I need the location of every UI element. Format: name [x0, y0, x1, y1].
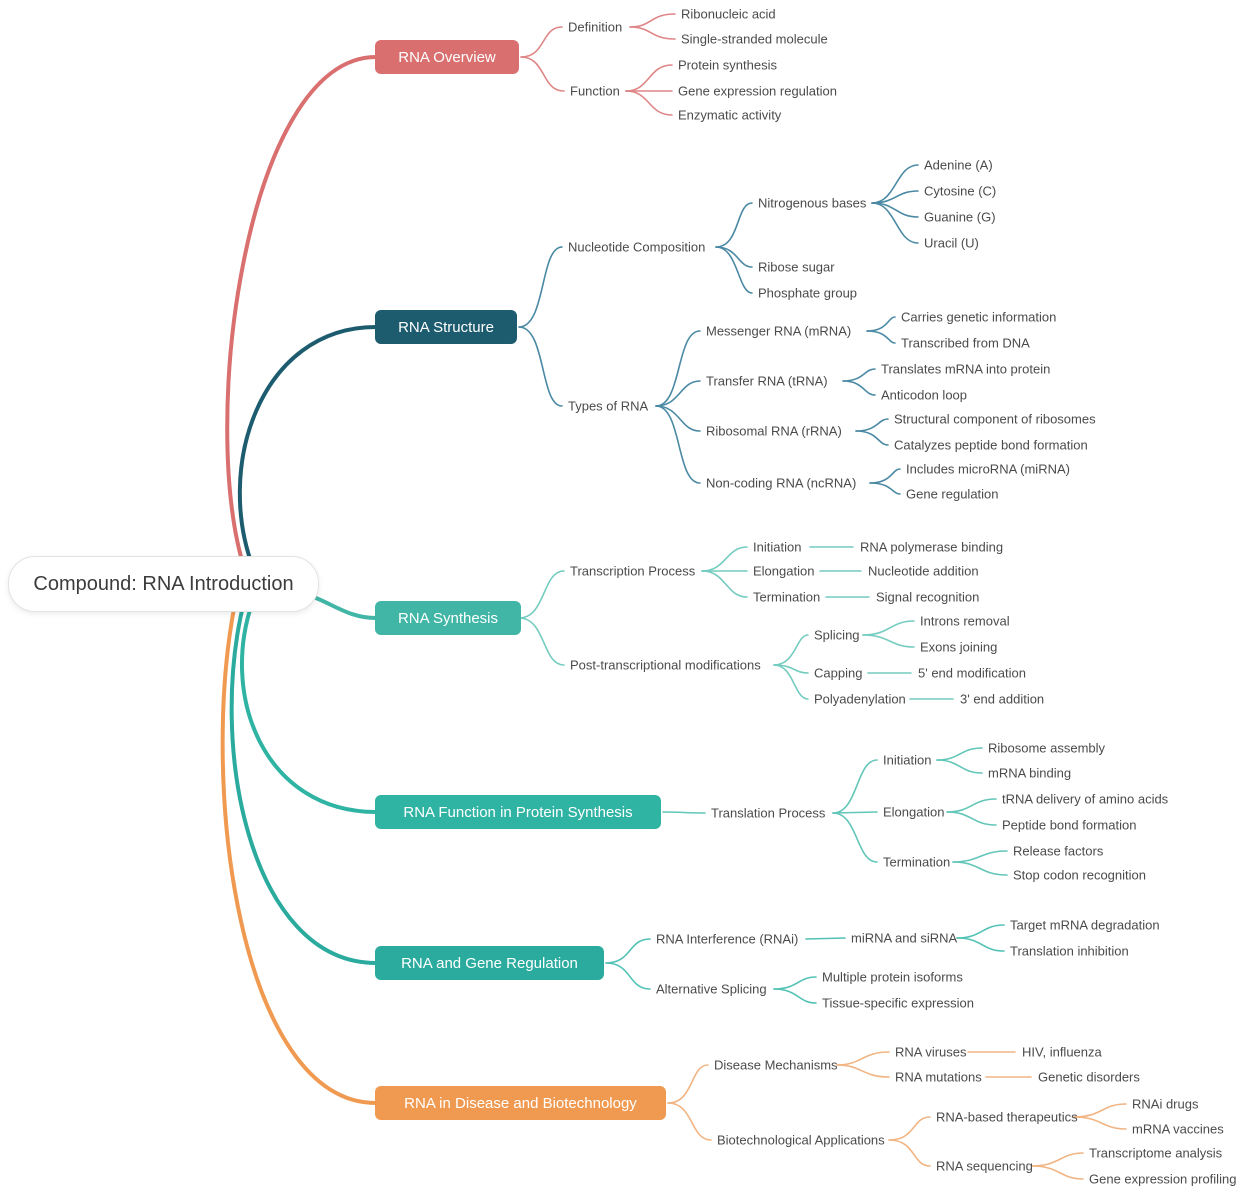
leaf-translates-mrna[interactable]: Translates mRNA into protein	[881, 361, 1051, 377]
leaf-phosphate-group[interactable]: Phosphate group	[758, 285, 858, 301]
topic-transcription-initiation[interactable]: Initiation	[753, 539, 802, 555]
leaf-ribonucleic-acid[interactable]: Ribonucleic acid	[681, 6, 776, 22]
topic-nitrogenous-bases[interactable]: Nitrogenous bases	[758, 195, 867, 211]
leaf-tissue-specific-expression[interactable]: Tissue-specific expression	[822, 995, 974, 1011]
leaf-stop-codon-recognition[interactable]: Stop codon recognition	[1013, 867, 1146, 883]
leaf-signal-recognition[interactable]: Signal recognition	[876, 589, 980, 605]
leaf-gene-expression-regulation[interactable]: Gene expression regulation	[678, 83, 837, 99]
branch-disease-biotech[interactable]: RNA in Disease and Biotechnology	[375, 1086, 666, 1120]
topic-translation-elongation[interactable]: Elongation	[883, 804, 945, 820]
leaf-genetic-disorders[interactable]: Genetic disorders	[1038, 1069, 1140, 1085]
topic-mirna-and-sirna[interactable]: miRNA and siRNA	[851, 930, 958, 946]
topic-ribosomal-rna[interactable]: Ribosomal RNA (rRNA)	[706, 423, 842, 439]
topic-translation-termination[interactable]: Termination	[883, 854, 951, 870]
leaf-5-end-modification[interactable]: 5' end modification	[918, 665, 1026, 681]
leaf-ribosome-assembly[interactable]: Ribosome assembly	[988, 740, 1106, 756]
leaf-introns-removal[interactable]: Introns removal	[920, 613, 1010, 629]
leaf-cytosine[interactable]: Cytosine (C)	[924, 183, 997, 199]
topic-rna-interference[interactable]: RNA Interference (RNAi)	[656, 931, 799, 947]
leaf-exons-joining[interactable]: Exons joining	[920, 639, 998, 655]
leaf-translation-inhibition[interactable]: Translation inhibition	[1010, 943, 1129, 959]
connector-group-synthesis	[518, 546, 954, 700]
topic-transcription-termination[interactable]: Termination	[753, 589, 821, 605]
branch-rna-overview[interactable]: RNA Overview	[375, 40, 519, 74]
topic-definition[interactable]: Definition	[568, 19, 623, 35]
branch-rna-structure[interactable]: RNA Structure	[375, 310, 517, 344]
leaf-enzymatic-activity[interactable]: Enzymatic activity	[678, 107, 782, 123]
leaf-peptide-bond-formation[interactable]: Peptide bond formation	[1002, 817, 1137, 833]
topic-nucleotide-composition[interactable]: Nucleotide Composition	[568, 239, 706, 255]
leaf-release-factors[interactable]: Release factors	[1013, 843, 1104, 859]
topic-polyadenylation[interactable]: Polyadenylation	[814, 691, 906, 707]
connector-group-disease	[667, 1051, 1127, 1180]
topic-transcription-process[interactable]: Transcription Process	[570, 563, 696, 579]
leaf-carries-genetic-information[interactable]: Carries genetic information	[901, 309, 1057, 325]
topic-alternative-splicing[interactable]: Alternative Splicing	[656, 981, 767, 997]
leaf-rnai-drugs[interactable]: RNAi drugs	[1132, 1096, 1199, 1112]
leaf-multiple-protein-isoforms[interactable]: Multiple protein isoforms	[822, 969, 963, 985]
topic-translation-process[interactable]: Translation Process	[711, 805, 826, 821]
connector-group-function	[662, 747, 1008, 876]
topic-splicing[interactable]: Splicing	[814, 627, 860, 643]
leaf-transcriptome-analysis[interactable]: Transcriptome analysis	[1089, 1145, 1223, 1161]
topic-disease-mechanisms[interactable]: Disease Mechanisms	[714, 1057, 838, 1073]
leaf-uracil[interactable]: Uracil (U)	[924, 235, 979, 251]
topic-rna-viruses[interactable]: RNA viruses	[895, 1044, 967, 1060]
branch-rna-function[interactable]: RNA Function in Protein Synthesis	[375, 795, 661, 829]
connector-group-regulation	[605, 924, 1005, 1004]
topic-transcription-elongation[interactable]: Elongation	[753, 563, 815, 579]
leaf-gene-expression-profiling[interactable]: Gene expression profiling	[1089, 1171, 1237, 1187]
leaf-target-mrna-degradation[interactable]: Target mRNA degradation	[1010, 917, 1160, 933]
leaf-trna-delivery[interactable]: tRNA delivery of amino acids	[1002, 791, 1169, 807]
leaf-nucleotide-addition[interactable]: Nucleotide addition	[868, 563, 979, 579]
leaf-includes-microrna[interactable]: Includes microRNA (miRNA)	[906, 461, 1070, 477]
leaf-mrna-binding[interactable]: mRNA binding	[988, 765, 1072, 781]
leaf-3-end-addition[interactable]: 3' end addition	[960, 691, 1045, 707]
topic-capping[interactable]: Capping	[814, 665, 863, 681]
branch-rna-synthesis[interactable]: RNA Synthesis	[375, 601, 521, 635]
topic-transfer-rna[interactable]: Transfer RNA (tRNA)	[706, 373, 828, 389]
topic-noncoding-rna[interactable]: Non-coding RNA (ncRNA)	[706, 475, 857, 491]
topic-messenger-rna[interactable]: Messenger RNA (mRNA)	[706, 323, 852, 339]
connector-group-structure	[518, 164, 919, 495]
leaf-structural-component[interactable]: Structural component of ribosomes	[894, 411, 1096, 427]
topic-biotechnological-applications[interactable]: Biotechnological Applications	[717, 1132, 885, 1148]
leaf-mrna-vaccines[interactable]: mRNA vaccines	[1132, 1121, 1224, 1137]
topic-rna-mutations[interactable]: RNA mutations	[895, 1069, 982, 1085]
leaf-transcribed-from-dna[interactable]: Transcribed from DNA	[901, 335, 1030, 351]
leaf-gene-regulation[interactable]: Gene regulation	[906, 486, 999, 502]
branch-gene-regulation[interactable]: RNA and Gene Regulation	[375, 946, 604, 980]
leaf-protein-synthesis[interactable]: Protein synthesis	[678, 57, 777, 73]
leaf-rna-polymerase-binding[interactable]: RNA polymerase binding	[860, 539, 1004, 555]
topic-rna-based-therapeutics[interactable]: RNA-based therapeutics	[936, 1109, 1078, 1125]
leaf-catalyzes-peptide-bond[interactable]: Catalyzes peptide bond formation	[894, 437, 1088, 453]
topic-types-of-rna[interactable]: Types of RNA	[568, 398, 649, 414]
leaf-hiv-influenza[interactable]: HIV, influenza	[1022, 1044, 1102, 1060]
topic-post-transcriptional-modifications[interactable]: Post-transcriptional modifications	[570, 657, 761, 673]
leaf-guanine[interactable]: Guanine (G)	[924, 209, 996, 225]
leaf-adenine[interactable]: Adenine (A)	[924, 157, 993, 173]
leaf-anticodon-loop[interactable]: Anticodon loop	[881, 387, 968, 403]
connector-group-overview	[520, 13, 676, 116]
topic-rna-sequencing[interactable]: RNA sequencing	[936, 1158, 1033, 1174]
root-node[interactable]: Compound: RNA Introduction	[8, 556, 319, 612]
connector-group-main	[220, 55, 378, 1105]
topic-translation-initiation[interactable]: Initiation	[883, 752, 932, 768]
topic-function[interactable]: Function	[570, 83, 620, 99]
leaf-single-stranded[interactable]: Single-stranded molecule	[681, 31, 828, 47]
leaf-ribose-sugar[interactable]: Ribose sugar	[758, 259, 835, 275]
